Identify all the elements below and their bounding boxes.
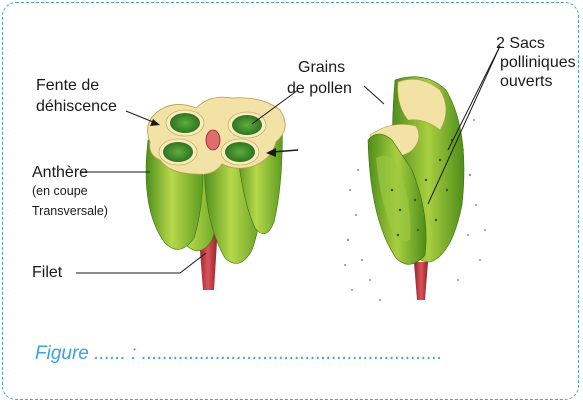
leader-grains-right: [364, 86, 384, 104]
leader-sacs-1: [448, 46, 500, 150]
filament-right: [414, 262, 428, 300]
label-en-coupe: (en coupe: [32, 183, 88, 199]
label-sacs-line2: polliniques: [500, 53, 576, 72]
label-fente-line2: déhiscence: [36, 97, 117, 116]
label-grains-line2: de pollen: [287, 79, 352, 98]
caption-dots-short: ......: [94, 343, 126, 364]
caption-colon: :: [131, 343, 136, 364]
label-sacs-line3: ouverts: [500, 72, 552, 91]
label-anthere: Anthère: [32, 163, 88, 182]
label-transversale: Transversale): [32, 203, 108, 219]
label-filet: Filet: [32, 263, 62, 282]
anther-cross-section: [146, 97, 285, 290]
label-sacs-line1: 2 Sacs: [496, 34, 545, 53]
caption-prefix: Figure: [35, 343, 89, 364]
anther-open-sacs: [344, 77, 486, 301]
label-grains-line1: Grains: [298, 58, 345, 77]
pollen-sac: [221, 139, 259, 165]
figure-caption: Figure ...... : ........................…: [35, 343, 443, 365]
caption-dots-long: ........................................…: [142, 343, 443, 364]
leader-filet: [76, 253, 206, 273]
connective-tissue: [206, 130, 220, 150]
pollen-sac: [228, 112, 266, 138]
pollen-sac: [159, 139, 197, 165]
pollen-sac: [166, 110, 204, 136]
label-fente-line1: Fente de: [36, 76, 99, 95]
